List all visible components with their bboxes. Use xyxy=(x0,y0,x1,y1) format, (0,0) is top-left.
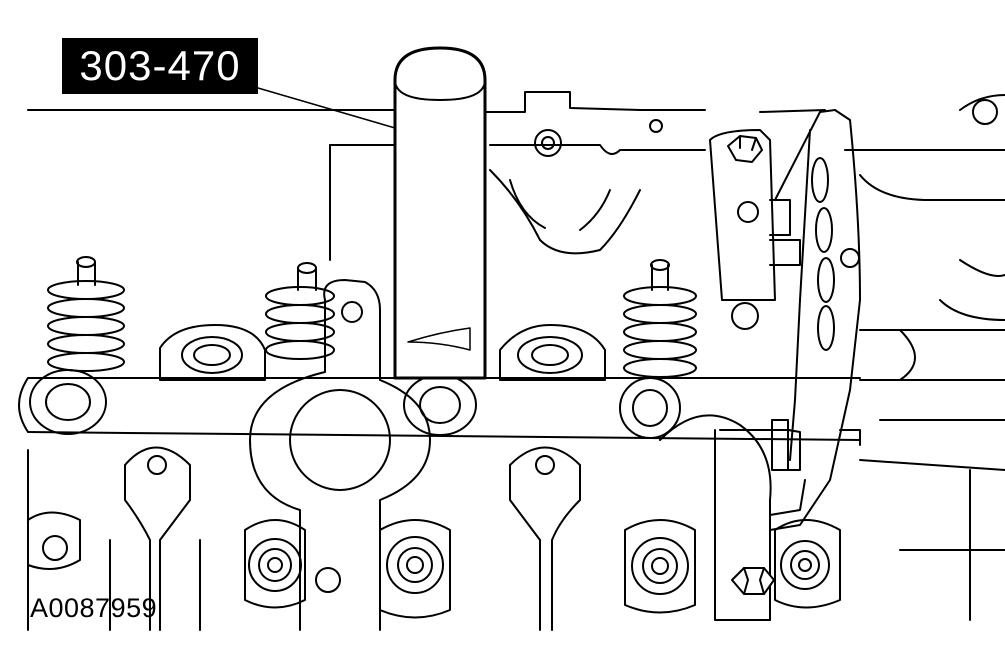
valve-guide-bosses xyxy=(244,519,841,619)
timing-plate xyxy=(769,109,861,531)
rocker-bracket-right xyxy=(659,414,791,621)
tool-callout-box xyxy=(62,38,258,94)
callout-leader-line xyxy=(257,87,396,129)
cylinder-head-outline xyxy=(27,91,1005,621)
cam-lobe-center xyxy=(403,374,477,436)
valve-springs xyxy=(47,256,697,378)
casting-bosses xyxy=(534,119,860,330)
guide-boss-2 xyxy=(379,519,451,619)
hex-bolt-lower xyxy=(731,567,775,595)
guide-boss-4 xyxy=(774,519,841,609)
bearing-cap xyxy=(249,279,431,631)
guide-boss-1 xyxy=(244,519,306,609)
figure-id-label: A0087959 xyxy=(30,593,158,623)
spring-seat-bosses xyxy=(159,324,606,381)
upper-bracket xyxy=(709,129,801,301)
valve-spring-left xyxy=(47,256,125,372)
cam-lobe-right xyxy=(619,377,681,439)
lash-adjuster-columns xyxy=(27,446,581,631)
tool-number-label: 303-470 xyxy=(79,42,241,89)
valve-spring-center-left xyxy=(265,262,335,360)
cam-lobe-left xyxy=(29,369,107,435)
hex-bolt-upper xyxy=(727,135,763,163)
special-tool-303-470 xyxy=(393,46,487,380)
hex-bolts xyxy=(727,135,775,595)
guide-boss-3 xyxy=(624,519,696,614)
valve-spring-center-right xyxy=(623,259,697,378)
